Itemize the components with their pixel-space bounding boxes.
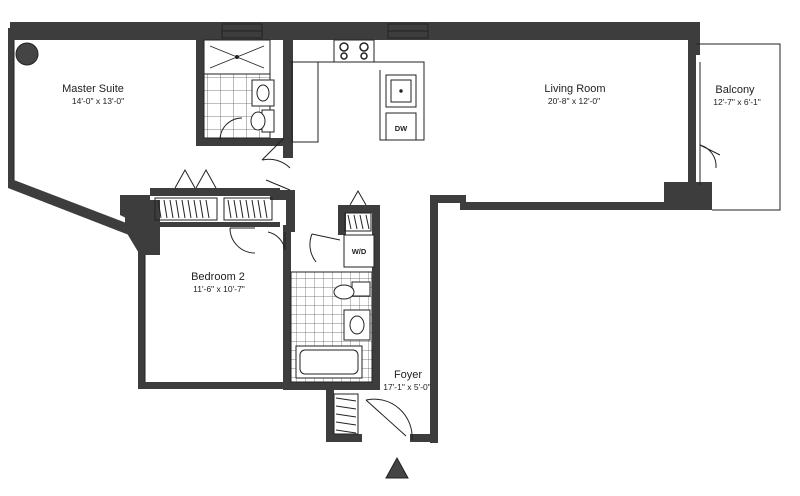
stove (339, 42, 369, 60)
washer-dryer: W/D (343, 234, 375, 268)
room-labels: Master Suite 14'-0" x 13'-0" Living Room… (62, 83, 761, 392)
washer-dryer-label: W/D (352, 247, 367, 256)
room-dims-living-room: 20'-8" x 12'-0" (548, 96, 600, 106)
closets (154, 168, 372, 435)
doors (229, 137, 721, 441)
kitchen-sink (390, 79, 412, 103)
thin-lines (13, 23, 781, 382)
dishwasher-label: DW (395, 124, 408, 133)
master-bath (203, 39, 275, 141)
room-dims-balcony: 12'-7" x 6'-1" (713, 97, 761, 107)
walls (8, 22, 712, 443)
room-dims-bedroom-2: 11'-6" x 10'-7" (193, 284, 245, 294)
room-name-bedroom-2: Bedroom 2 (191, 271, 245, 283)
room-name-foyer: Foyer (394, 369, 422, 381)
room-name-balcony: Balcony (715, 84, 755, 96)
room-name-living-room: Living Room (544, 83, 605, 95)
bathroom-2 (290, 271, 377, 383)
round-fixture (15, 42, 39, 66)
room-dims-master-suite: 14'-0" x 13'-0" (72, 96, 124, 106)
room-dims-foyer: 17'-1" x 5'-0" (383, 382, 431, 392)
north-arrow-triangle-icon (385, 456, 409, 479)
room-name-master-suite: Master Suite (62, 83, 124, 95)
